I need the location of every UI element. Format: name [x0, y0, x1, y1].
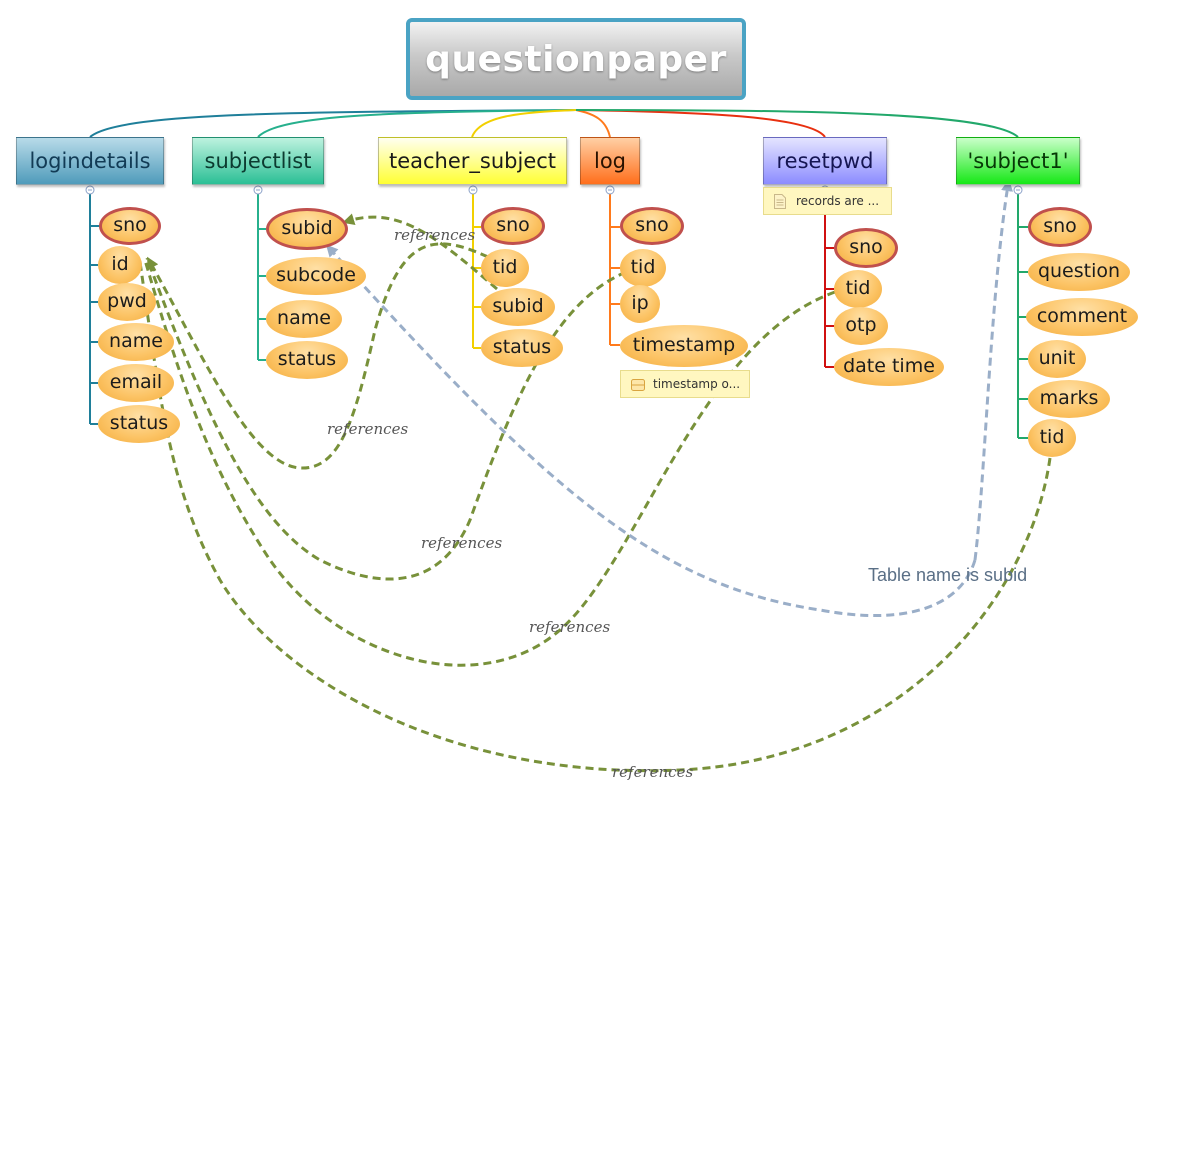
relation-label: references: [529, 618, 610, 636]
field-unit[interactable]: unit: [1028, 340, 1086, 378]
field-status[interactable]: status: [481, 329, 563, 367]
field-subid[interactable]: subid: [481, 288, 555, 326]
field-id[interactable]: id: [98, 246, 142, 284]
connector-subject1: [575, 109, 1019, 138]
field-status[interactable]: status: [266, 341, 348, 379]
relation-subject1-tid: [138, 261, 1052, 773]
field-marks[interactable]: marks: [1028, 380, 1110, 418]
relation-label: references: [612, 763, 693, 781]
relation-label: references: [327, 420, 408, 438]
connector-resetpwd: [575, 109, 826, 138]
table-teacher-subject[interactable]: teacher_subject: [378, 137, 567, 185]
note-text: records are ...: [796, 194, 880, 208]
relation-teacher-subject-subid: [342, 213, 498, 291]
document-note-icon: [774, 194, 786, 209]
tree-lines: [89, 187, 1028, 439]
field-date-time[interactable]: date time: [834, 348, 944, 386]
note-resetpwd[interactable]: records are ...: [763, 187, 892, 215]
relation-teacher-subject-subid-2: [147, 242, 489, 470]
table-log[interactable]: log: [580, 137, 640, 185]
field-name[interactable]: name: [98, 323, 174, 361]
table-resetpwd[interactable]: resetpwd: [763, 137, 887, 185]
connector-log: [575, 109, 611, 138]
root-connectors: [89, 109, 1019, 138]
table-subject1[interactable]: 'subject1': [956, 137, 1080, 185]
relation-label: references: [421, 534, 502, 552]
reference-relations: [138, 179, 1052, 773]
field-tid[interactable]: tid: [834, 270, 882, 308]
note-log[interactable]: timestamp o...: [620, 370, 750, 398]
connector-teacher-subject: [471, 109, 577, 138]
field-email[interactable]: email: [98, 364, 174, 402]
field-status[interactable]: status: [98, 405, 180, 443]
note-text: timestamp o...: [653, 377, 741, 391]
field-tid[interactable]: tid: [1028, 419, 1076, 457]
connector-logindetails: [89, 109, 577, 138]
field-question[interactable]: question: [1028, 253, 1130, 291]
table-subjectlist[interactable]: subjectlist: [192, 137, 324, 185]
field-timestamp[interactable]: timestamp: [620, 325, 748, 367]
field-subcode[interactable]: subcode: [266, 257, 366, 295]
root-topic[interactable]: questionpaper: [406, 18, 746, 100]
table-logindetails[interactable]: logindetails: [16, 137, 164, 185]
field-otp[interactable]: otp: [834, 307, 888, 345]
field-ip[interactable]: ip: [620, 285, 660, 323]
field-pwd[interactable]: pwd: [98, 283, 156, 321]
table-note-icon: [631, 379, 645, 391]
field-sno[interactable]: sno: [834, 228, 898, 268]
relation-subject1-subjectlist: [325, 244, 977, 617]
relation-subject1-name: [973, 179, 1014, 561]
field-sno[interactable]: sno: [99, 207, 161, 245]
field-subid[interactable]: subid: [266, 208, 348, 250]
field-sno[interactable]: sno: [620, 207, 684, 245]
field-tid[interactable]: tid: [481, 249, 529, 287]
field-sno[interactable]: sno: [481, 207, 545, 245]
relation-resetpwd-tid: [143, 259, 836, 667]
field-comment[interactable]: comment: [1026, 298, 1138, 336]
field-name[interactable]: name: [266, 300, 342, 338]
free-relation-label: Table name is subid: [868, 565, 1027, 585]
relation-label: references: [394, 226, 475, 244]
connector-subjectlist: [257, 109, 577, 138]
field-tid[interactable]: tid: [620, 249, 666, 287]
field-sno[interactable]: sno: [1028, 207, 1092, 247]
